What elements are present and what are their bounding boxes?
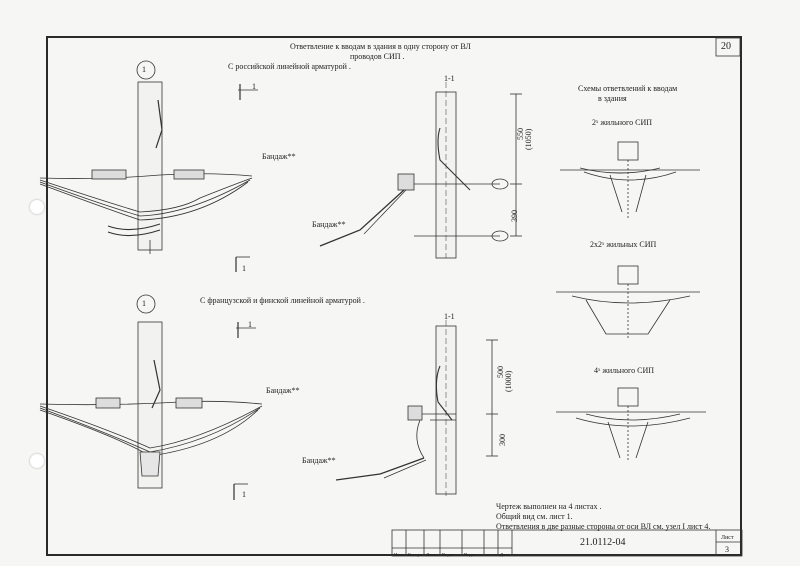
punch-hole [30, 454, 44, 468]
stamp-header: Изм. [394, 552, 403, 557]
sheet-number: 3 [725, 545, 729, 554]
scheme-insulator [617, 141, 639, 161]
section-1-1-bottom: 1-1 [444, 312, 455, 321]
scheme-insulator [617, 265, 639, 285]
note-line-3: Ответвления в две разные стороны от оси … [496, 522, 711, 531]
bandage-label: Бандаж** [312, 220, 346, 229]
title-block [391, 529, 743, 557]
page-number-box [715, 37, 741, 57]
stamp-header: Лист [426, 552, 436, 557]
cut-mark: 1 [242, 264, 246, 273]
punch-hole [30, 200, 44, 214]
stamp-header: № док. [442, 552, 456, 557]
drawing-frame [46, 36, 742, 556]
stamp-header: Дата [500, 552, 509, 557]
dimension-1050: (1050) [524, 128, 533, 150]
section-1-1-top: 1-1 [444, 74, 455, 83]
stamp-header: Кол. уч [408, 552, 422, 557]
schemes-title: Схемы ответвлений к вводам [578, 84, 678, 93]
node-marker-circle [136, 60, 156, 80]
sheet-label: Лист [721, 535, 734, 541]
bandage-label: Бандаж** [302, 456, 336, 465]
page-number: 20 [721, 41, 731, 52]
dimension-390: 390 [510, 210, 519, 222]
cut-mark: 1 [252, 82, 256, 91]
node-marker: 1 [142, 65, 146, 74]
schemes-title-cont: в здания [598, 94, 627, 103]
scheme-2-label: 2ˣ жильного СИП [592, 118, 653, 127]
bandage-label: Бандаж** [262, 152, 296, 161]
scheme-4-label: 4ˣ жильного СИП [594, 366, 655, 375]
section-french-title: С французской и финской линейной арматур… [200, 296, 365, 305]
node-marker: 1 [142, 299, 146, 308]
document-code: 21.0112-04 [580, 537, 626, 548]
cut-mark: 1 [248, 320, 252, 329]
drawing-title-cont: проводов СИП . [350, 52, 405, 61]
drawing-title: Ответвление к вводам в здания в одну сто… [290, 42, 471, 51]
dimension-1000: (1000) [504, 370, 513, 392]
stamp-header: Подп. [464, 552, 476, 557]
dimension-300: 300 [498, 434, 507, 446]
scheme-insulator [617, 387, 639, 407]
node-marker-circle [136, 294, 156, 314]
cut-mark: 1 [242, 490, 246, 499]
scheme-2x2-label: 2x2ˣ жильных СИП [590, 240, 657, 249]
note-line-1: Чертеж выполнен на 4 листах . [496, 502, 602, 511]
section-russian-title: С российской линейной арматурой . [228, 62, 351, 71]
note-line-2: Общий вид см. лист 1. [496, 512, 573, 521]
bandage-label: Бандаж** [266, 386, 300, 395]
